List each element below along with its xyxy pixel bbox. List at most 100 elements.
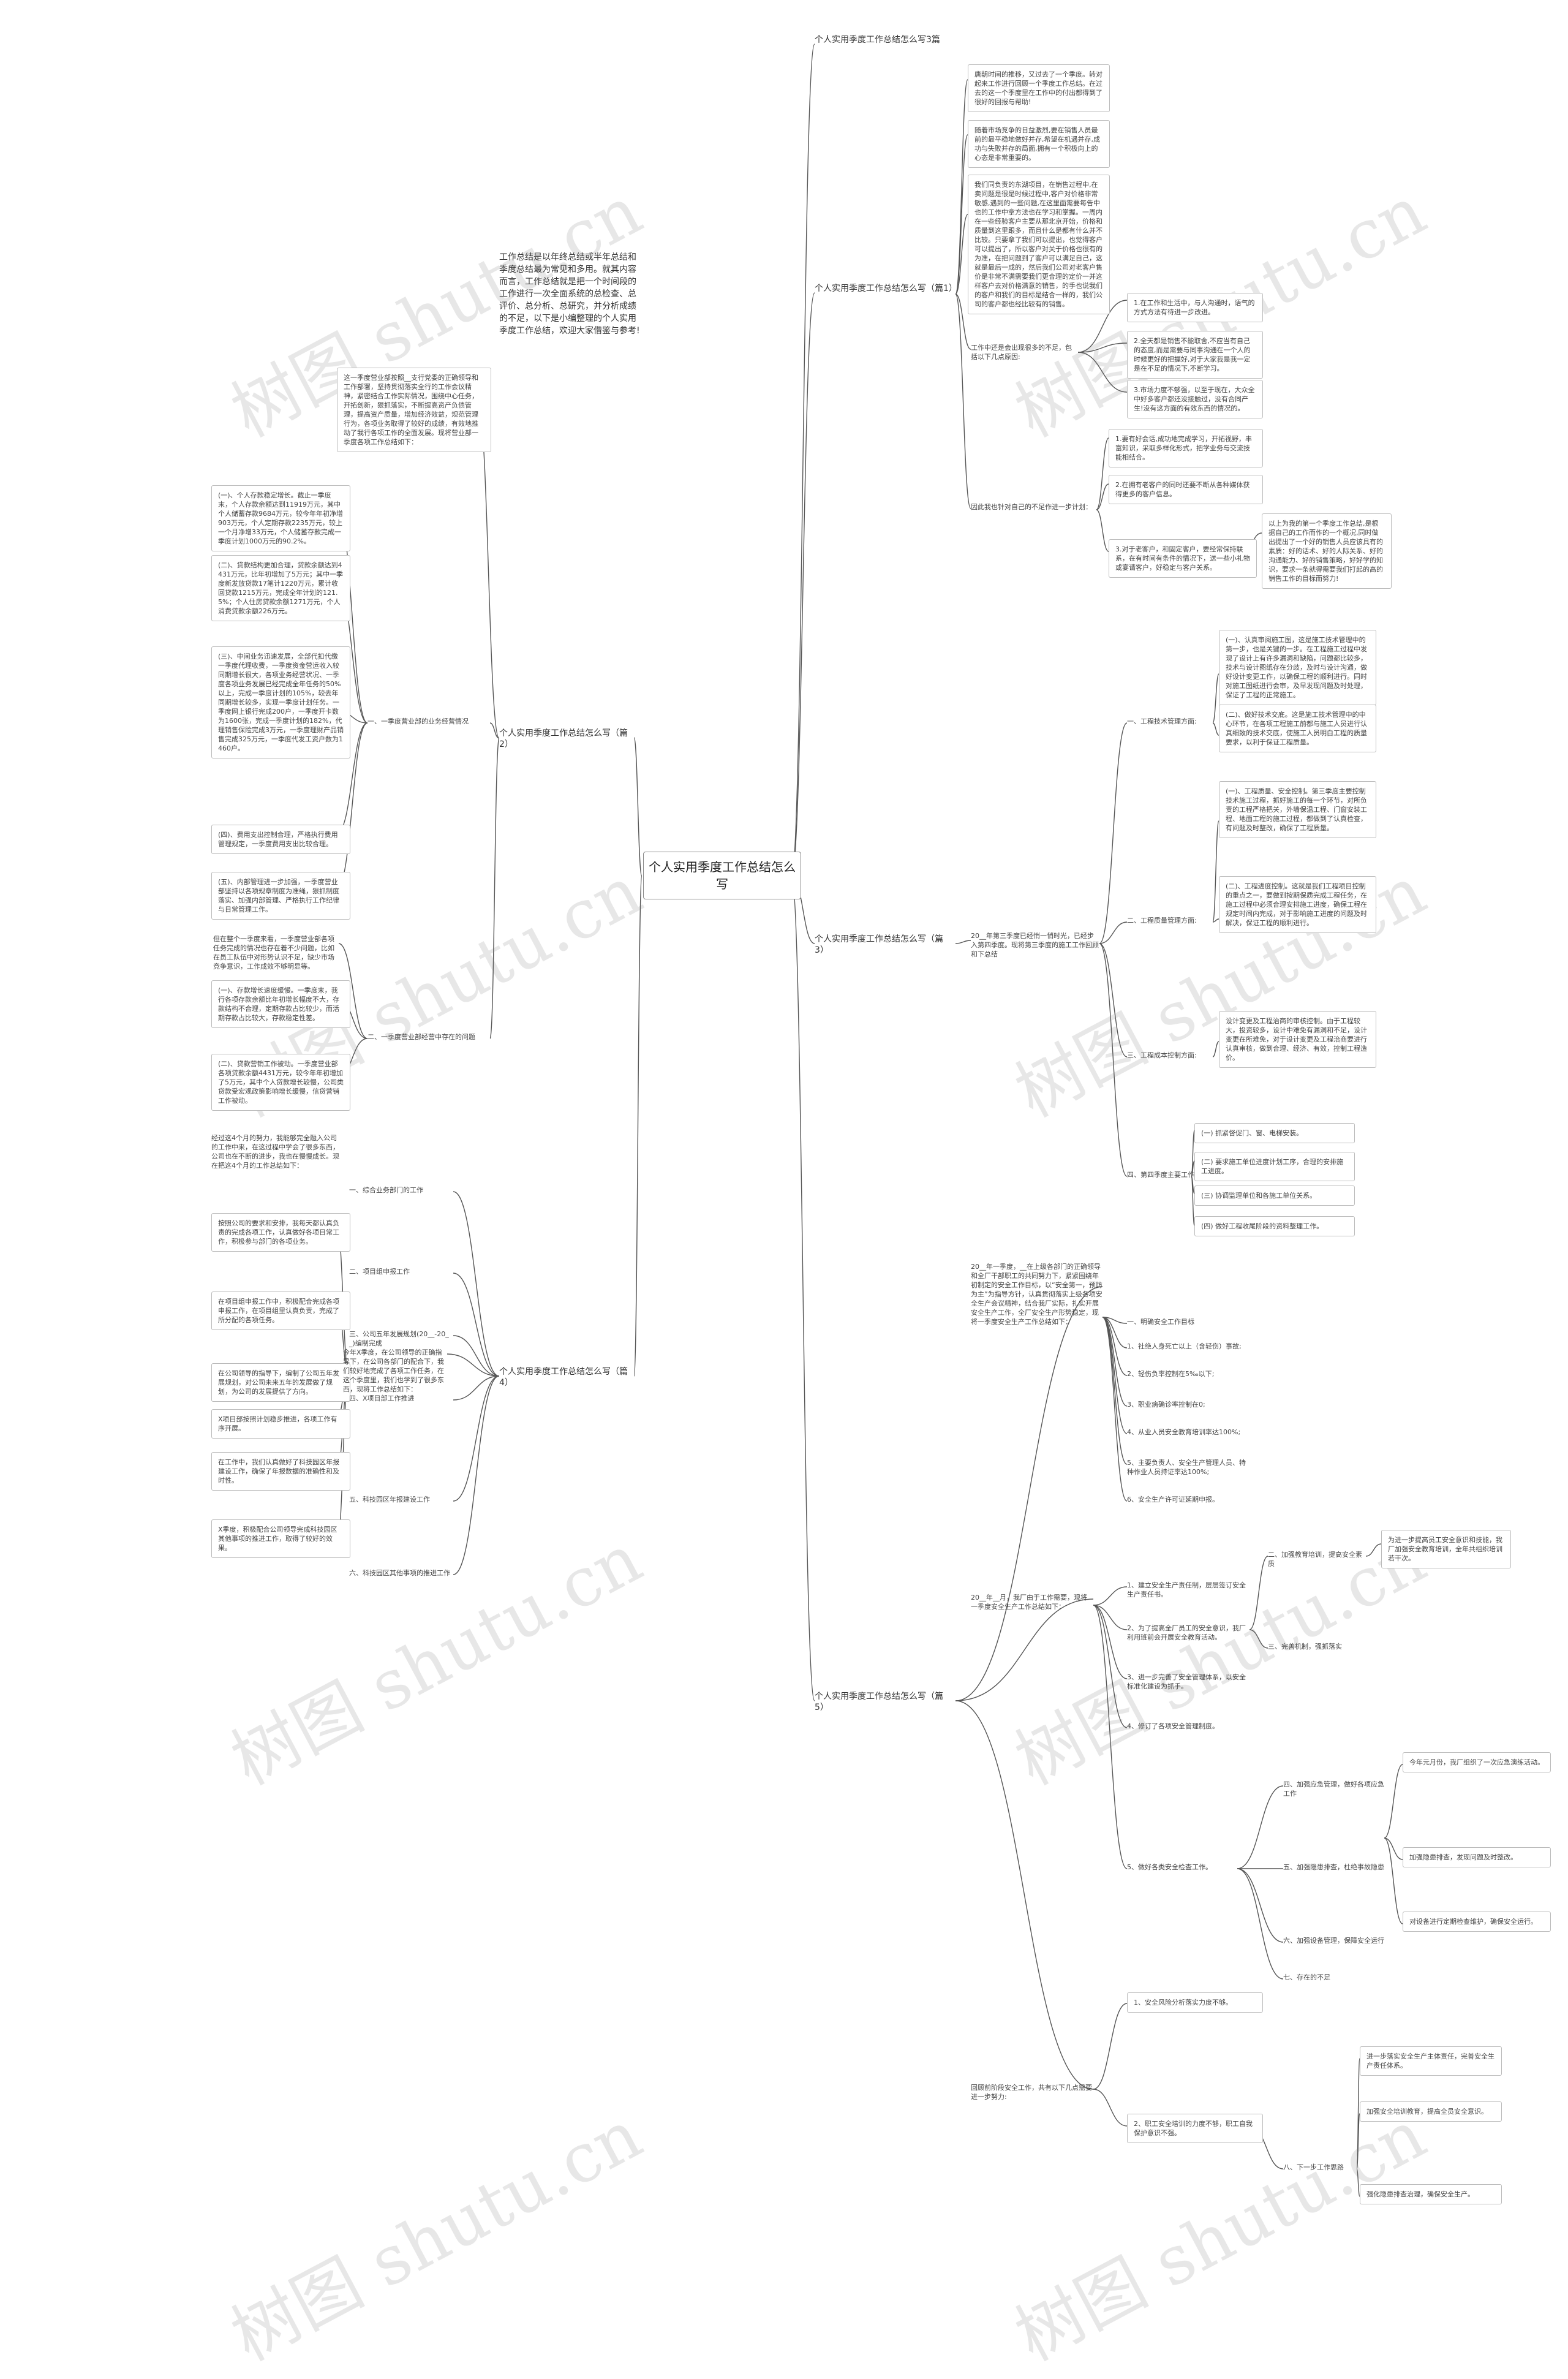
p5-goal: 1、社绝人身死亡以上（含轻伤）事故; xyxy=(1127,1342,1242,1350)
connector-line xyxy=(955,940,971,944)
p4-section: 在公司领导的指导下，编制了公司五年发展规划，对公司未来五年的发展做了规划，为公司… xyxy=(211,1363,350,1402)
p2-intro: 这一季度营业部按照__支行党委的正确领导和工作部署，坚持贯彻落实全行的工作会议精… xyxy=(337,368,491,452)
p1-node: 我们同负责的东湖项目，在销售过程中,在卖问题是很是时候过程中,客户对价格非常敏感… xyxy=(968,175,1110,314)
p5-item: 2、职工安全培训的力度不够，职工自我保护意识不强。 xyxy=(1127,2114,1263,2143)
p2-section: (二)、贷款结构更加合理，贷款余额达到4431万元，比年初增加了5万元；其中一季… xyxy=(211,555,350,621)
connector-line xyxy=(453,1375,500,1401)
connector-line xyxy=(791,43,815,877)
connector-line xyxy=(1102,1317,1128,1376)
p5-item: 进一步落实安全生产主体责任，完善安全生产责任体系。 xyxy=(1360,2046,1502,2076)
p5-intro: 20__年一季度，__在上级各部门的正确领导和全厂干部职工的共同努力下，紧紧围绕… xyxy=(971,1263,1102,1326)
connector-line xyxy=(1096,483,1109,510)
p3-item: (三) 协调监理单位和各施工单位关系。 xyxy=(1194,1186,1355,1206)
p4-label: 二、项目组申报工作 xyxy=(349,1268,410,1276)
connector-line xyxy=(1212,1041,1219,1057)
p5-plan-intro: 回顾前阶段安全工作，共有以下几点需要进一步努力: xyxy=(971,2084,1092,2101)
connector-line xyxy=(633,876,643,1377)
p5-mech: 5、做好各类安全检查工作。 xyxy=(1127,1863,1212,1871)
p3-item: 设计变更及工程治商的审核控制。由于工程较大，投资较多，设计中难免有漏洞和不足，设… xyxy=(1219,1011,1376,1068)
connector-line xyxy=(955,1598,1094,1701)
p5-mech: 4、修订了各项安全管理制度。 xyxy=(1127,1722,1219,1730)
branch-3-pian[interactable]: 个人实用季度工作总结怎么写3篇 xyxy=(815,35,940,45)
p5-item: 对设备进行定期检查维护，确保安全运行。 xyxy=(1403,1912,1551,1932)
connector-line xyxy=(1212,918,1219,923)
branch-pian3[interactable]: 个人实用季度工作总结怎么写（篇3） xyxy=(815,934,943,955)
connector-line xyxy=(453,1191,500,1377)
p3-item: (二)、工程进度控制。这就是我们工程项目控制的重点之一，要做到按期保质完成工程任… xyxy=(1219,876,1376,933)
connector-line xyxy=(1356,2168,1360,2197)
connector-line xyxy=(1093,1605,1128,1728)
p3-item: (二) 要求施工单位进度计划工序，合理的安排施工进度。 xyxy=(1194,1152,1355,1181)
p1-work-item: 2.全天都是销售不能取舍,不应当有自己的态度,而是需要与同事沟通在一个人的时候更… xyxy=(1127,331,1263,379)
p4-section: X项目部按照计划稳步推进，各项工作有序开展。 xyxy=(211,1409,350,1439)
connector-line xyxy=(1099,943,1128,1057)
connector-line xyxy=(1093,1605,1128,1679)
p1-work-item: 3.市场力度不够强，以至于现在，大众全中好多客户都还没接触过，没有合同产生!没有… xyxy=(1127,380,1263,418)
p5-item: 加强隐患排查，发现问题及时整改。 xyxy=(1403,1847,1551,1867)
p5-label: 一、明确安全工作目标 xyxy=(1127,1318,1194,1326)
p5-label: 八、下一步工作思路 xyxy=(1283,2163,1344,2171)
connector-line xyxy=(955,79,968,295)
connector-line xyxy=(1093,2003,1128,2090)
p5-label: 六、加强设备管理，保障安全运行 xyxy=(1283,1937,1384,1945)
connector-line xyxy=(633,737,643,877)
connector-line xyxy=(1096,437,1109,510)
p5-label: 二、加强教育培训，提高安全素质 xyxy=(1268,1551,1362,1568)
connector-line xyxy=(489,722,500,739)
p2-section: (三)、中间业务迅速发展，全部代扣代缴一季度代理收费，一季度资金营运收入较同期增… xyxy=(211,646,350,758)
connector-line xyxy=(791,292,815,877)
mindmap-canvas: 树图 shutu.cn 树图 shutu.cn 树图 shutu.cn 树图 s… xyxy=(211,35,1551,2376)
p5-label: 五、加强隐患排查，杜绝事故隐患 xyxy=(1283,1863,1384,1871)
p2-section: (一)、个人存款稳定增长。截止一季度末，个人存款余额达到11919万元，其中个人… xyxy=(211,485,350,551)
p5-label: 四、加强应急管理，做好各项应急工作 xyxy=(1283,1780,1384,1798)
p3-label: 四、第四季度主要工作思路: xyxy=(1127,1171,1210,1179)
p2-issue: (一)、存款增长速度缓慢。一季度末，我行各项存款余额比年初增长幅度不大，存款结构… xyxy=(211,980,350,1028)
connector-line xyxy=(1237,1868,1284,1943)
connector-line xyxy=(1249,1629,1268,1649)
p5-intro2: 20__年__月，我厂由于工作需要，现将一季度安全生产工作总结如下： xyxy=(971,1594,1087,1611)
p1-next-intro: 因此我也针对自己的不足作进一步计划： xyxy=(971,503,1092,511)
p2-issue: (二)、贷款营销工作被动。一季度营业部各项贷款余额4431万元，较今年年初增加了… xyxy=(211,1054,350,1111)
connector-line xyxy=(1356,2113,1360,2169)
p1-next-item: 2.在拥有老客户的同时还要不断从各种媒体获得更多的客户信息。 xyxy=(1109,475,1263,504)
connector-line xyxy=(453,1273,500,1377)
p5-goal: 5、主要负责人、安全生产管理人员、特种作业人员持证率达100%; xyxy=(1127,1459,1246,1476)
p5-item: 加强安全培训教育，提高全员安全意识。 xyxy=(1360,2101,1502,2122)
p4-intro: 经过这4个月的努力，我能够完全融入公司的工作中来，在这过程中学会了很多东西，公司… xyxy=(211,1134,339,1170)
connector-line xyxy=(1077,342,1128,353)
p5-item: 今年元月份，我厂组织了一次应急演练活动。 xyxy=(1403,1752,1551,1772)
branch-pian5[interactable]: 个人实用季度工作总结怎么写（篇5） xyxy=(815,1692,943,1712)
p3-intro: 20__年第三季度已经悄一悄时光，已经步入第四季度。现将第三季度的施工工作回顾和… xyxy=(971,932,1099,958)
connector-line xyxy=(791,876,815,1701)
p3-item: (四) 做好工程收尾阶段的资料整理工作。 xyxy=(1194,1216,1355,1236)
connector-line xyxy=(1093,1586,1128,1606)
connector-line xyxy=(453,1375,500,1575)
p5-goal: 6、安全生产许可证延期申报。 xyxy=(1127,1496,1219,1503)
branch-pian4[interactable]: 个人实用季度工作总结怎么写（篇4） xyxy=(499,1367,628,1388)
p5-goal: 3、职业病确诊率控制在0; xyxy=(1127,1401,1205,1409)
connector-line xyxy=(1077,300,1128,353)
p5-item: 为进一步提高员工安全意识和技能，我厂加强安全教育培训，全年共组织培训若干次。 xyxy=(1381,1530,1511,1568)
branch-pian1[interactable]: 个人实用季度工作总结怎么写（篇1） xyxy=(815,284,957,293)
p4-section: X季度，积极配合公司领导完成科技园区其他事项的推进工作，取得了较好的效果。 xyxy=(211,1519,350,1558)
connector-line xyxy=(1077,352,1128,393)
central-topic[interactable]: 个人实用季度工作总结怎么写 xyxy=(643,852,801,899)
p3-item: (一)、认真审阅施工图，这是施工技术管理中的第一步，也是关键的一步。在工程施工过… xyxy=(1219,630,1376,705)
intro-text: 工作总结是以年终总结或半年总结和季度总结最为常见和多用。就其内容而言，工作总结就… xyxy=(499,252,640,336)
p1-next-item: 1.要有好会话,成功地完成学习，开拓视野，丰富知识，采取多样化形式，把学业务与交… xyxy=(1109,429,1263,467)
connector-line xyxy=(1212,673,1219,724)
connector-line xyxy=(1102,1317,1128,1348)
p3-item: (一)、工程质量、安全控制。第三季度主要控制技术施工过程，抓好施工的每一个环节，… xyxy=(1219,781,1376,838)
connector-line xyxy=(1212,820,1219,923)
connector-line xyxy=(489,738,500,1039)
connector-line xyxy=(1237,1785,1284,1869)
p5-mech: 1、建立安全生产责任制，层层签订安全生产责任书。 xyxy=(1127,1581,1246,1598)
p4-label: 六、科技园区其他事项的推进工作 xyxy=(349,1569,450,1577)
connector-line xyxy=(477,404,500,739)
branch-pian2[interactable]: 个人实用季度工作总结怎么写（篇2） xyxy=(499,728,628,749)
connector-line xyxy=(955,1700,1094,2090)
p4-label: 三、公司五年发展规划(20__-20__)编制完成 xyxy=(349,1330,449,1347)
p5-label: 三、完善机制，强抓落实 xyxy=(1268,1643,1342,1651)
p1-work-intro: 工作中还是会出现很多的不足，包括以下几点原因: xyxy=(971,344,1072,361)
p4-label: 一、综合业务部门的工作 xyxy=(349,1186,423,1194)
